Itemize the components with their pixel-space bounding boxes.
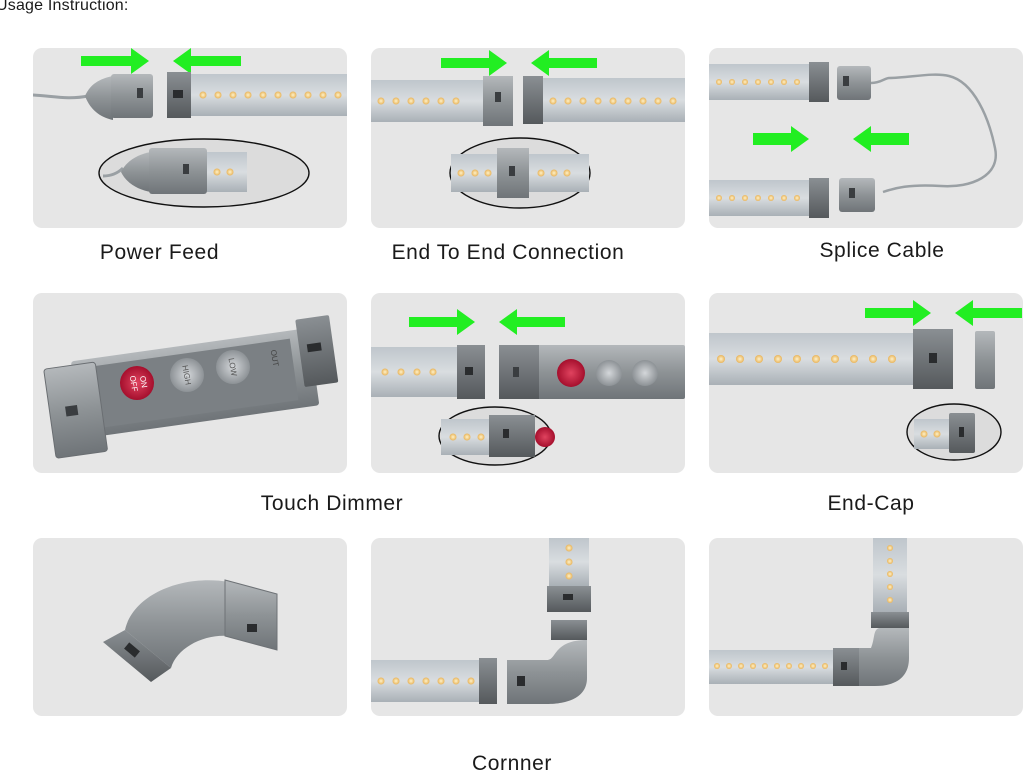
out-label: OUT <box>269 349 281 367</box>
caption-splice-cable: Splice Cable <box>819 239 945 262</box>
arrow-left-icon <box>955 300 1022 326</box>
corner-connection-panel <box>371 538 685 716</box>
low-label: LOW <box>226 357 238 377</box>
arrow-left-icon <box>173 48 241 74</box>
high-label: HIGH <box>180 364 192 385</box>
corner-connection-illustration <box>371 538 591 704</box>
end-to-end-panel <box>371 48 685 228</box>
end-cap-illustration <box>709 300 1022 461</box>
corner-assembled-illustration <box>709 538 909 686</box>
arrow-left-icon <box>499 309 565 335</box>
arrow-right-icon <box>753 126 809 152</box>
splice-cable-panel <box>709 48 1023 228</box>
on-label: ON <box>138 375 149 389</box>
arrow-right-icon <box>81 48 149 74</box>
splice-cable-illustration <box>709 62 998 218</box>
off-label: OFF <box>128 375 140 392</box>
corner-assembled-panel <box>709 538 1023 716</box>
caption-touch-dimmer: Touch Dimmer <box>260 492 404 515</box>
touch-dimmer-connection-panel <box>371 293 685 473</box>
arrow-right-icon <box>865 300 931 326</box>
arrow-left-icon <box>853 126 909 152</box>
end-cap-panel <box>709 293 1023 473</box>
power-feed-illustration <box>33 48 347 208</box>
page-heading: Usage Instruction: <box>0 0 129 14</box>
arrow-right-icon <box>441 50 507 76</box>
arrow-left-icon <box>531 50 597 76</box>
caption-end-cap: End-Cap <box>827 492 915 515</box>
caption-end-to-end: End To End Connection <box>391 241 625 264</box>
end-to-end-illustration <box>371 50 685 209</box>
corner-piece-panel <box>33 538 347 716</box>
arrow-right-icon <box>409 309 475 335</box>
power-feed-panel <box>33 48 347 228</box>
touch-dimmer-connection-illustration <box>371 309 685 466</box>
caption-corner: Cornner <box>471 752 553 772</box>
touch-dimmer-illustration: ON OFF HIGH LOW OUT <box>43 315 339 459</box>
caption-power-feed: Power Feed <box>99 241 220 264</box>
corner-piece-illustration <box>103 579 278 682</box>
touch-dimmer-panel: ON OFF HIGH LOW OUT <box>33 293 347 473</box>
